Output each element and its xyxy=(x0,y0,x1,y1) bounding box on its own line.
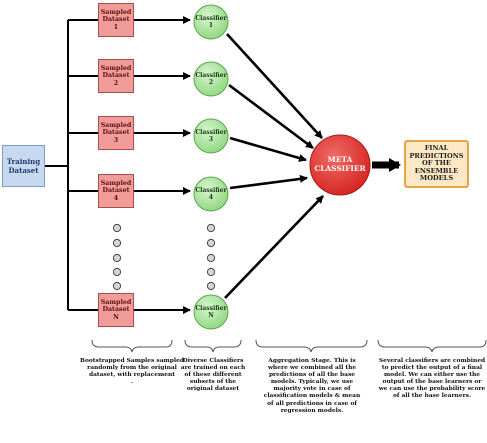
sampled-dataset-1: Sampled Dataset 1 xyxy=(98,3,134,37)
dataset-branches xyxy=(68,19,98,311)
caption-diverse: Diverse Classifiers are trained on each … xyxy=(180,357,246,393)
classifier-node-3 xyxy=(193,118,229,154)
sampled-dataset-2: Sampled Dataset 2 xyxy=(98,59,134,93)
sampled-dataset-4: Sampled Dataset 4 xyxy=(98,174,134,208)
ellipsis-dots-datasets xyxy=(112,223,122,291)
sampled-dataset-label: Sampled Dataset 4 xyxy=(100,179,132,202)
final-predictions-box: FINAL PREDICTIONS OF THE ENSEMBLE MODELS xyxy=(404,140,469,188)
classifier-node-4 xyxy=(193,176,229,212)
sampled-dataset-label: Sampled Dataset N xyxy=(100,298,132,321)
dataset-to-classifier-arrows xyxy=(134,16,191,314)
caption-braces xyxy=(91,339,487,353)
classifier-node-1 xyxy=(193,4,229,40)
caption-aggregation: Aggregation Stage. This is where we comb… xyxy=(263,357,361,414)
caption-bootstrap: Bootstrapped Samples sampled randomly fr… xyxy=(79,357,185,386)
sampled-dataset-label: Sampled Dataset 1 xyxy=(100,8,132,31)
training-dataset-box: Training Dataset xyxy=(2,145,45,187)
sampled-dataset-3: Sampled Dataset 3 xyxy=(98,116,134,150)
ellipsis-dots-classifiers xyxy=(206,223,216,291)
classifier-node-n xyxy=(193,294,229,330)
classifier-to-meta-arrows xyxy=(224,33,324,299)
sampled-dataset-label: Sampled Dataset 2 xyxy=(100,64,132,87)
classifier-node-2 xyxy=(193,61,229,97)
final-predictions-label: FINAL PREDICTIONS OF THE ENSEMBLE MODELS xyxy=(409,144,464,183)
sampled-dataset-label: Sampled Dataset 3 xyxy=(100,121,132,144)
classifier-nodes xyxy=(193,4,229,330)
training-dataset-label: Training Dataset xyxy=(6,157,41,175)
meta-classifier-node xyxy=(309,134,371,196)
sampled-dataset-n: Sampled Dataset N xyxy=(98,293,134,327)
caption-final: Several classifiers are combined to pred… xyxy=(378,357,486,400)
